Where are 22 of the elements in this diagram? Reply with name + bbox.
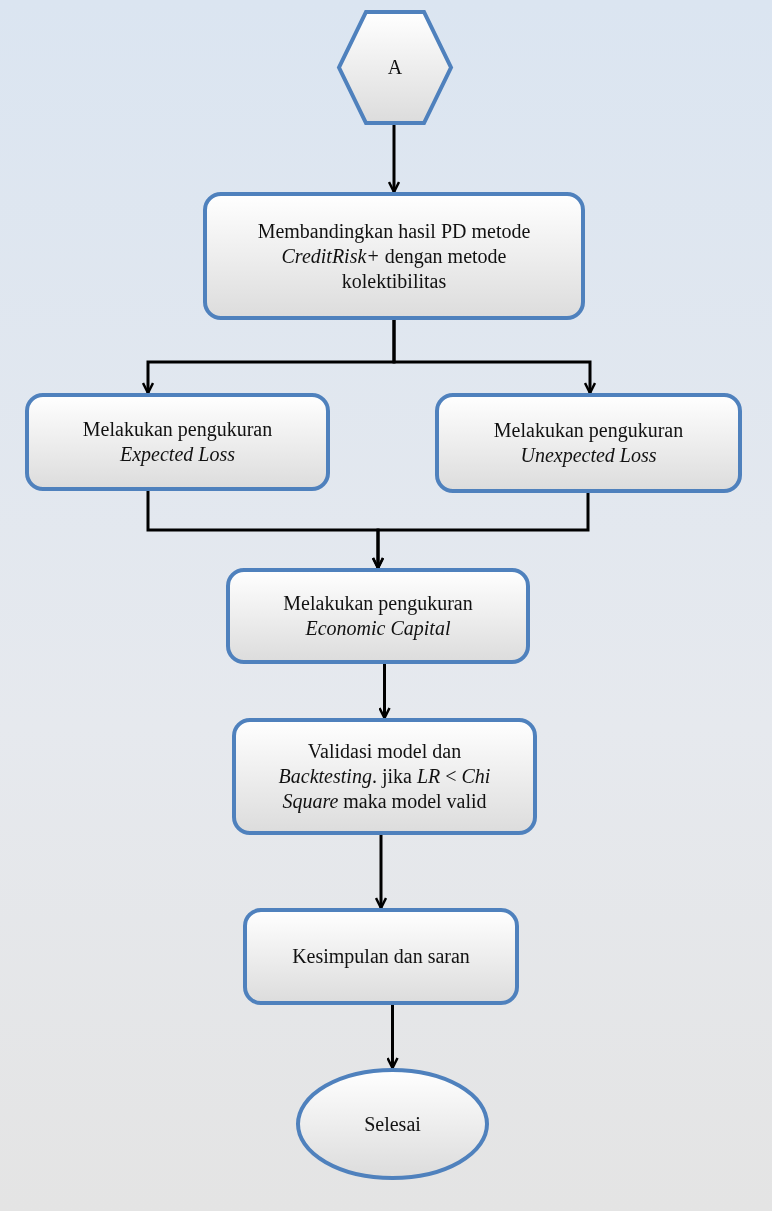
arrow bbox=[374, 835, 388, 910]
process-box bbox=[243, 908, 519, 1005]
node-text: A bbox=[386, 55, 404, 80]
process-box bbox=[232, 718, 537, 835]
node-text: Selesai bbox=[363, 1111, 422, 1137]
node-text: Melakukan pengukuran Economic Capital bbox=[282, 591, 474, 641]
process-box bbox=[435, 393, 742, 493]
node-text: Melakukan pengukuran Expected Loss bbox=[81, 417, 274, 467]
terminator-ellipse bbox=[296, 1068, 489, 1180]
process-box bbox=[226, 568, 530, 664]
arrow bbox=[387, 125, 401, 194]
connector-hexagon bbox=[337, 10, 453, 125]
arrow bbox=[392, 320, 597, 395]
node-text: Validasi model dan Backtesting. jika LR < Chi Square maka model valid bbox=[277, 739, 492, 814]
process-box bbox=[25, 393, 330, 491]
node-text: Melakukan pengukuran Unexpected Loss bbox=[492, 418, 685, 468]
node-text: Membandingkan hasil PD metode CreditRisk+ dengan metode kolektibilitas bbox=[256, 218, 532, 294]
node-text: Kesimpulan dan saran bbox=[291, 944, 471, 969]
arrow bbox=[386, 1005, 399, 1070]
process-box bbox=[203, 192, 585, 320]
arrow bbox=[371, 493, 590, 570]
arrow bbox=[378, 664, 391, 720]
